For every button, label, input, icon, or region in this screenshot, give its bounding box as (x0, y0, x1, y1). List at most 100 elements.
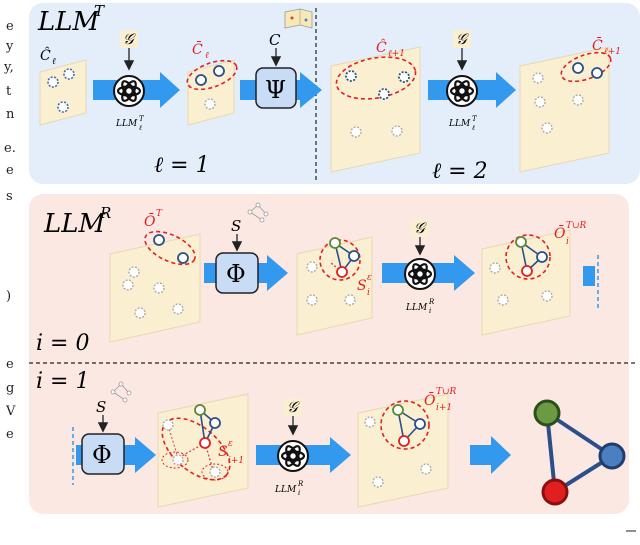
llm-icon (112, 74, 146, 108)
flow-arrow-stub (583, 266, 595, 286)
bottom-title: LLM (43, 209, 107, 239)
node (398, 435, 410, 447)
node-red (541, 478, 569, 506)
svg-text:y: y (5, 39, 14, 54)
node (572, 62, 584, 74)
svg-text:ℓ+1: ℓ+1 (388, 49, 405, 59)
node (515, 236, 527, 248)
final-graph (533, 399, 626, 506)
svg-text:t: t (6, 84, 12, 99)
phi-box (81, 433, 125, 475)
node (172, 303, 184, 315)
top-card-1 (39, 59, 87, 126)
svg-text:): ) (6, 289, 11, 304)
o-bar-tr-label: Ō (424, 391, 436, 409)
svg-text:y,: y, (3, 60, 14, 75)
svg-text:ε: ε (228, 439, 233, 449)
selection-ellipse (186, 59, 238, 91)
g-label: 𝒢 (123, 30, 136, 48)
phi-label: Φ (92, 441, 112, 469)
g-box (411, 219, 429, 237)
g-label: 𝒢 (414, 219, 427, 237)
node (209, 466, 221, 478)
svg-text:V: V (5, 404, 16, 419)
node (329, 237, 341, 249)
node (420, 463, 432, 475)
phi-box (215, 252, 259, 294)
node (541, 290, 553, 302)
node (489, 262, 501, 274)
graph-icon (110, 381, 132, 403)
svg-text:ℓ: ℓ (205, 51, 209, 61)
node (128, 266, 140, 278)
llm-icon (445, 74, 479, 108)
svg-text:ℓ: ℓ (138, 124, 142, 132)
svg-text:R: R (297, 480, 304, 488)
svg-text:e.: e. (4, 141, 16, 156)
node (122, 279, 134, 291)
bottom-title-sup: R (99, 204, 111, 222)
svg-text:ε: ε (367, 273, 372, 283)
node (336, 266, 348, 278)
svg-text:R: R (428, 298, 435, 306)
node (372, 476, 384, 488)
llm-icon (403, 257, 437, 291)
svg-text:i: i (566, 237, 569, 247)
llm-r-label: LLM (274, 485, 297, 495)
svg-text:i: i (298, 489, 300, 497)
node (194, 404, 206, 416)
svg-text:i: i (367, 288, 370, 298)
ell-2-label: ℓ = 2 (432, 159, 488, 184)
node (541, 122, 553, 134)
node (497, 294, 509, 306)
top-title-sup: T (94, 2, 105, 20)
node (47, 76, 59, 88)
bottom-card-c (481, 229, 571, 336)
phi-label: Φ (226, 260, 246, 288)
node (572, 94, 584, 106)
c-label: C (269, 31, 281, 49)
node (162, 419, 174, 431)
svg-text:ℓ: ℓ (52, 57, 56, 67)
g-box (284, 398, 302, 416)
node (591, 67, 603, 79)
svg-text:e: e (6, 427, 14, 442)
node (306, 294, 318, 306)
svg-text:T: T (472, 115, 478, 123)
top-title: LLM (37, 7, 101, 37)
flow-arrow (470, 436, 511, 474)
svg-text:n: n (6, 107, 15, 122)
node (378, 88, 390, 100)
svg-text:T: T (139, 115, 145, 123)
node (521, 265, 533, 277)
node (199, 437, 211, 449)
node (306, 261, 318, 273)
svg-text:T∪R: T∪R (566, 221, 587, 231)
g-box (453, 30, 471, 48)
svg-text:ℓ+1: ℓ+1 (604, 47, 621, 57)
c-hat-l-label: Ĉ (40, 46, 51, 64)
c-hat-l1-label: Ĉ (376, 38, 387, 56)
svg-text:T: T (156, 209, 163, 219)
bottom-card-d (157, 393, 249, 508)
selection-ellipse (144, 230, 196, 266)
node (344, 294, 356, 306)
node (57, 101, 69, 113)
svg-text:g: g (6, 381, 14, 396)
g-label: 𝒢 (287, 398, 300, 416)
svg-text:e: e (6, 357, 14, 372)
node (172, 454, 184, 466)
node (209, 417, 221, 429)
o-bar-tr-label: Ō (554, 224, 566, 242)
psi-box (255, 67, 297, 109)
node (177, 252, 189, 264)
svg-text:s: s (6, 189, 13, 204)
s-e-label: S (357, 278, 367, 294)
c-bar-l1-label: C̄ (592, 36, 603, 54)
node (204, 98, 216, 110)
node-blue (598, 442, 626, 470)
left-margin-text: e y y, t n e. e s ) e g V e (3, 19, 16, 442)
node-green (533, 399, 561, 427)
node (213, 65, 225, 77)
